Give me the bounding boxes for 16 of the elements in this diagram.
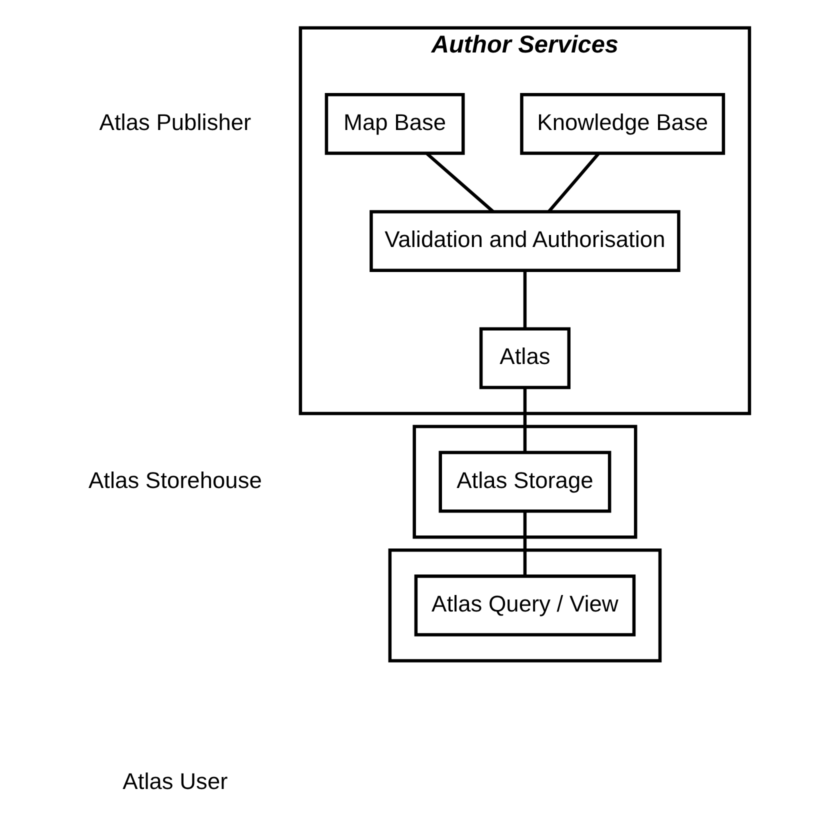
connector <box>522 388 526 452</box>
cluster <box>388 548 662 662</box>
node-box: Atlas Storage <box>438 450 611 513</box>
connector <box>547 152 600 213</box>
node-box: Map Base <box>324 93 464 155</box>
label: Atlas Publisher <box>98 108 251 135</box>
node-box: Atlas Query / View <box>414 574 636 636</box>
node-box: Validation and Authorisation <box>369 210 680 272</box>
cluster <box>412 424 637 539</box>
label: Atlas User <box>122 768 228 794</box>
node-box: Atlas <box>478 327 570 390</box>
node-box: Knowledge Base <box>520 93 725 155</box>
connector <box>522 270 526 329</box>
label: Atlas Storehouse <box>88 466 262 493</box>
connector <box>522 511 526 576</box>
connector <box>425 152 494 213</box>
